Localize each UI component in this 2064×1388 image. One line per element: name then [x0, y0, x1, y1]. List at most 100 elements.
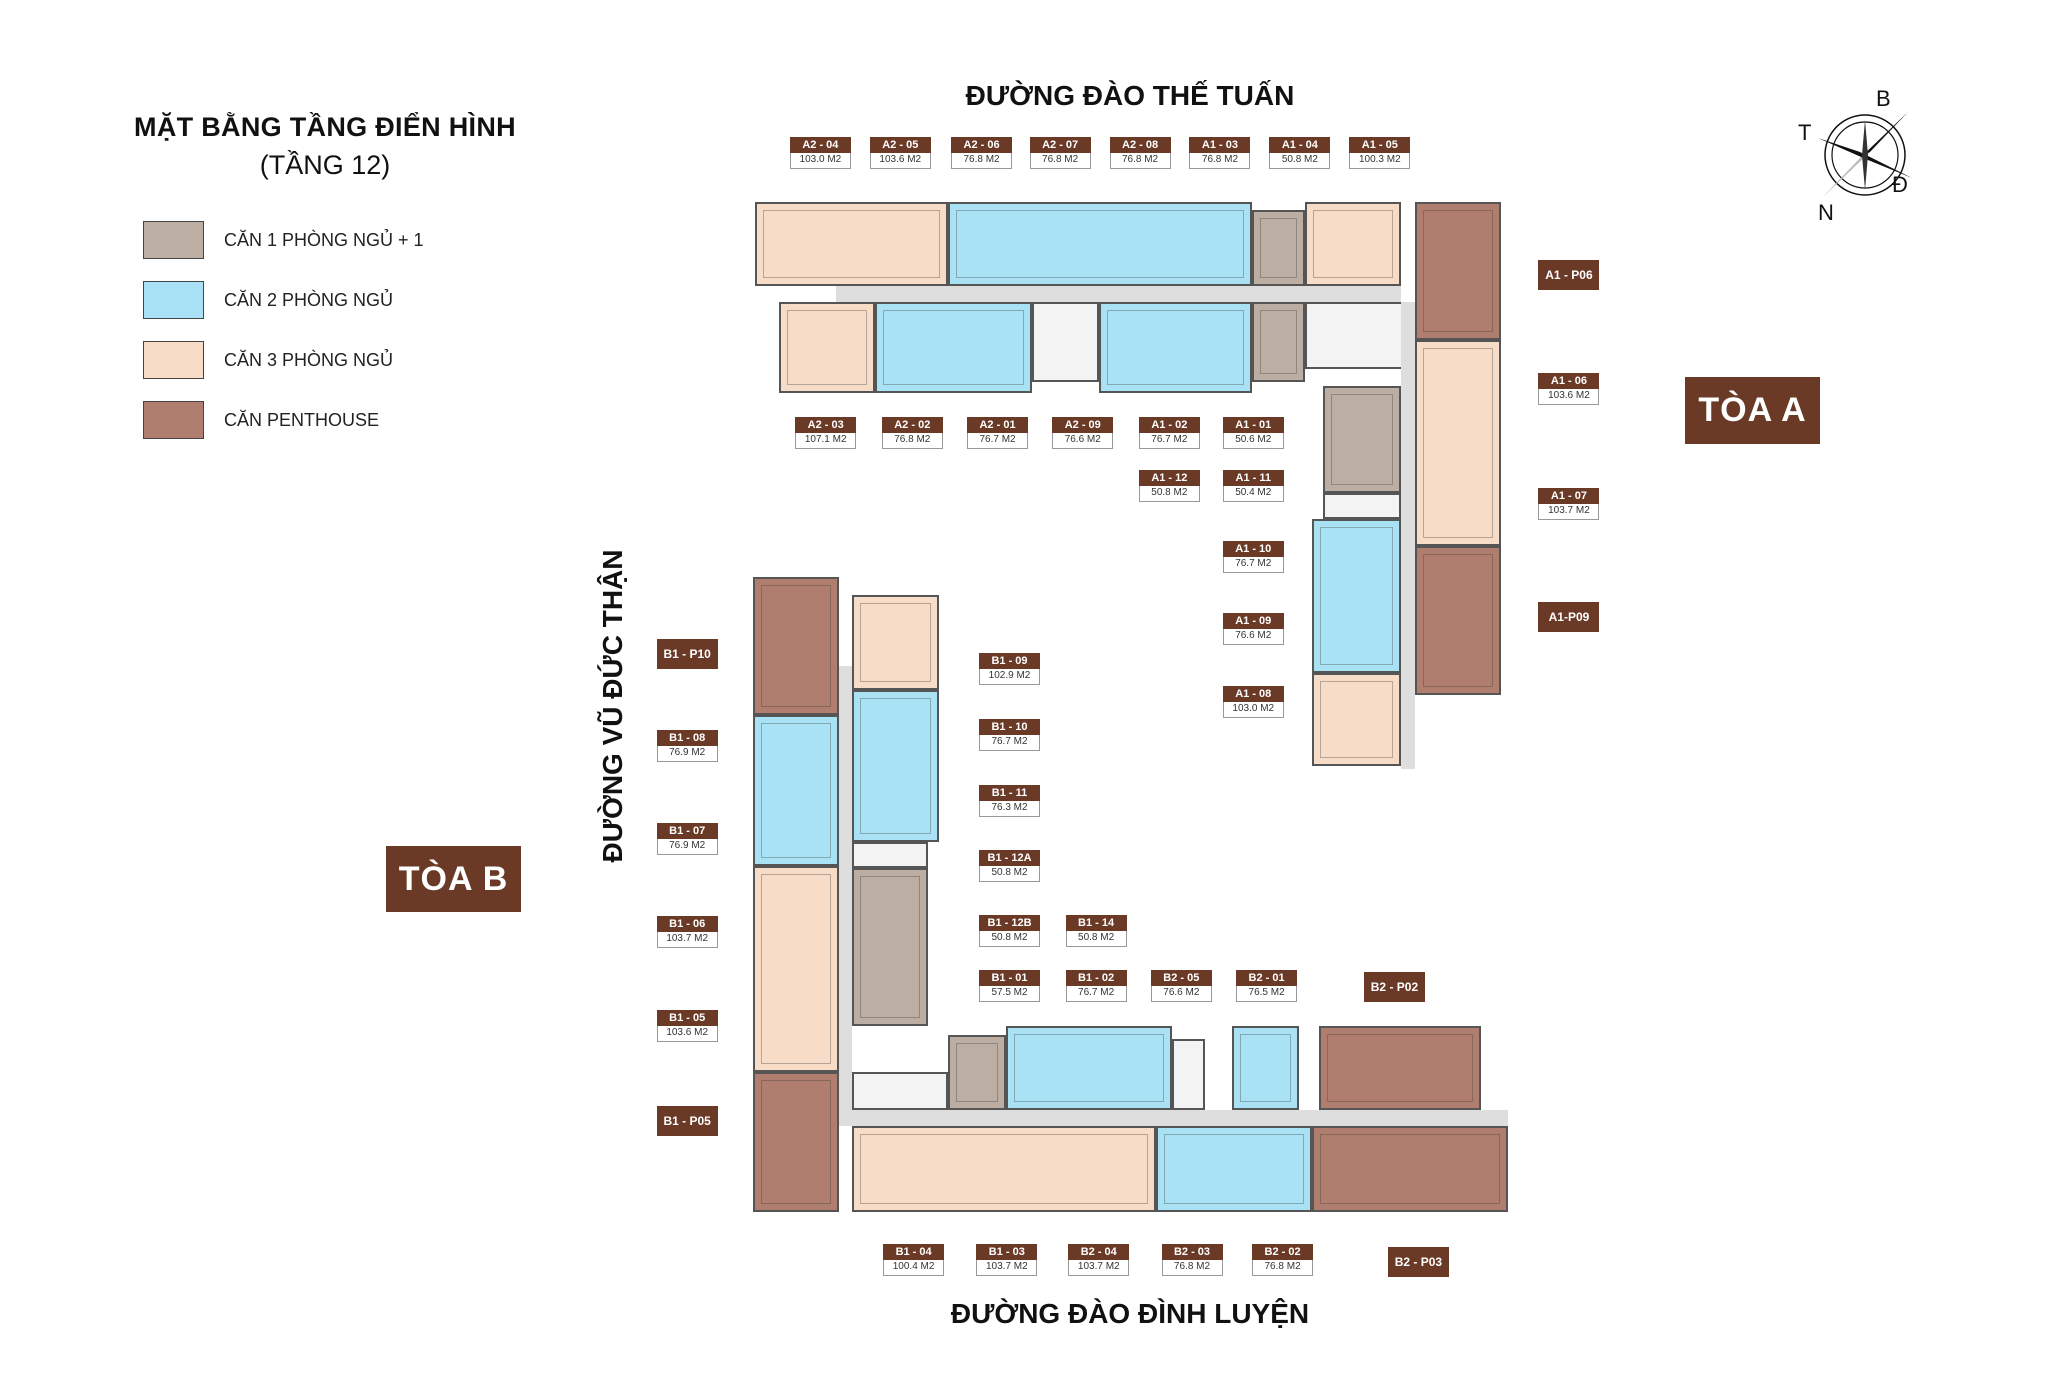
- unit-code: B1 - 09: [979, 652, 1041, 669]
- unit-area: 103.7 M2: [976, 1260, 1038, 1277]
- unit-code: A1 - P06: [1538, 259, 1600, 290]
- unit-area: 103.6 M2: [656, 1025, 718, 1042]
- unit-area: 76.6 M2: [1052, 432, 1114, 449]
- unit-code: B1 - 02: [1065, 969, 1127, 986]
- unit-code: B1 - 07: [656, 823, 718, 840]
- unit-area: 50.8 M2: [1138, 486, 1200, 503]
- unit-area: 76.7 M2: [1065, 985, 1127, 1002]
- unit-area: 103.7 M2: [1538, 503, 1600, 520]
- compass: B T Đ N: [1798, 86, 1930, 225]
- page-title: MẶT BẰNG TẦNG ĐIỂN HÌNH: [134, 112, 516, 142]
- unit-2br: [1312, 519, 1402, 673]
- unit-label[interactable]: A1-P09: [1538, 602, 1600, 633]
- service-core: [1305, 302, 1412, 369]
- unit-3br: [852, 1125, 1157, 1213]
- unit-code: B2 - 02: [1252, 1244, 1314, 1261]
- unit-label[interactable]: B2 - P03: [1387, 1246, 1449, 1277]
- corridor: [836, 286, 1402, 303]
- tower-b-badge: TÒA B: [386, 846, 521, 912]
- unit-label[interactable]: B2 - P02: [1363, 972, 1425, 1003]
- unit-label[interactable]: B1 - P05: [656, 1105, 718, 1136]
- legend-label: CĂN 1 PHÒNG NGỦ + 1: [224, 229, 424, 250]
- unit-code: A2 - 06: [951, 137, 1013, 154]
- unit-area: 50.8 M2: [1269, 153, 1331, 170]
- unit-penthouse: [752, 1072, 840, 1213]
- unit-2br: [852, 689, 940, 842]
- unit-area: 50.8 M2: [979, 931, 1041, 948]
- corridor: [839, 666, 853, 1126]
- unit-area: 76.8 M2: [1161, 1260, 1223, 1277]
- unit-code: A2 - 05: [869, 137, 931, 154]
- unit-label[interactable]: B1 - P10: [656, 639, 718, 670]
- unit-code: A1 - 12: [1138, 470, 1200, 487]
- legend-item-penthouse: CĂN PENTHOUSE: [143, 400, 379, 440]
- compass-rose-icon: [1818, 112, 1912, 198]
- unit-1br-plus1: [1252, 210, 1306, 287]
- unit-code: B2 - P02: [1363, 972, 1425, 1003]
- unit-code: B2 - 03: [1161, 1244, 1223, 1261]
- unit-3br: [1305, 202, 1402, 287]
- service-core: [852, 1072, 949, 1110]
- unit-code: A1 - 05: [1349, 137, 1411, 154]
- unit-code: A1 - 02: [1138, 416, 1200, 433]
- unit-code: B1 - 06: [656, 916, 718, 933]
- unit-2br: [1232, 1025, 1299, 1110]
- unit-1br-plus1: [948, 1034, 1006, 1110]
- unit-area: 76.7 M2: [979, 735, 1041, 752]
- unit-area: 100.4 M2: [883, 1260, 945, 1277]
- legend-swatch: [143, 401, 204, 439]
- unit-code: B1 - 11: [979, 784, 1041, 801]
- unit-code: A1 - 06: [1538, 372, 1600, 389]
- unit-2br: [1098, 302, 1253, 393]
- service-core: [1032, 302, 1099, 383]
- unit-label[interactable]: A1 - P06: [1538, 259, 1600, 290]
- unit-penthouse: [1312, 1125, 1508, 1213]
- legend-swatch: [143, 221, 204, 259]
- unit-code: A1 - 09: [1222, 612, 1284, 629]
- unit-area: 103.0 M2: [789, 153, 851, 170]
- unit-area: 76.8 M2: [1252, 1260, 1314, 1277]
- unit-area: 76.6 M2: [1150, 985, 1212, 1002]
- unit-code: B1 - 01: [979, 969, 1041, 986]
